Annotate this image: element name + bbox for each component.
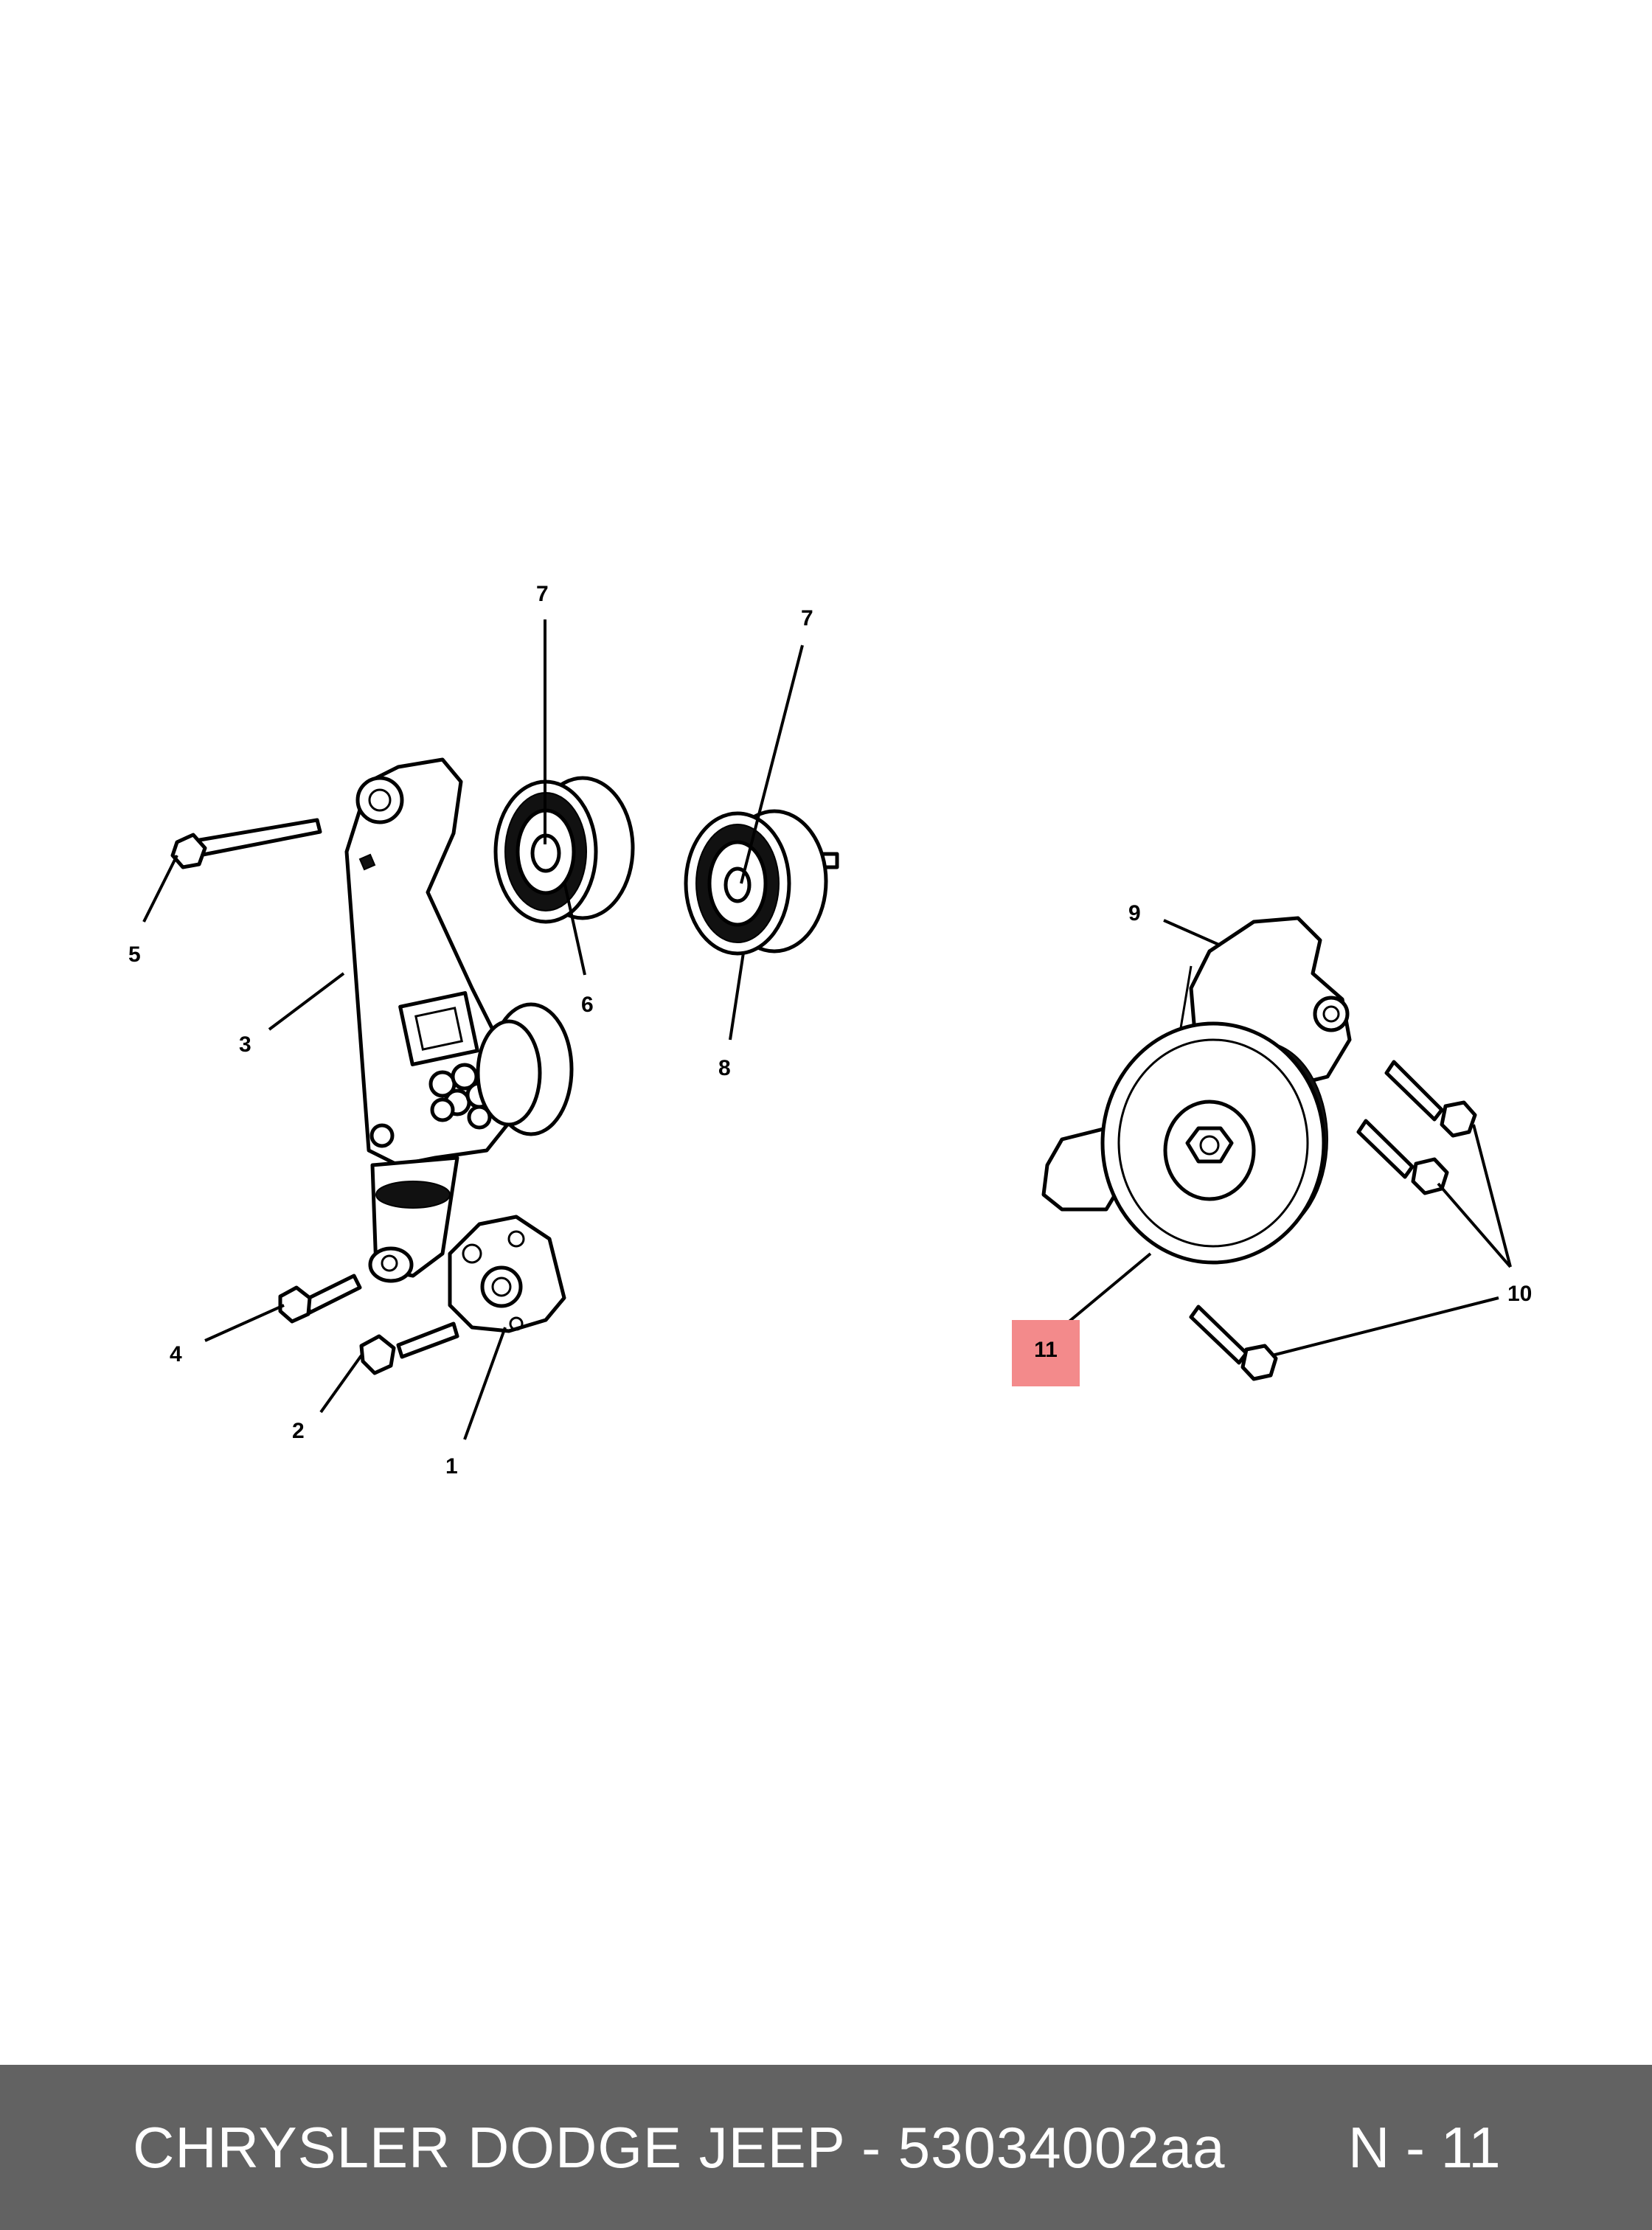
callout-11: 11	[1034, 1338, 1058, 1362]
callout-10: 10	[1507, 1282, 1532, 1306]
idler-pulley-11	[1100, 1021, 1328, 1265]
highlighted-part-callout: 11	[1012, 1320, 1080, 1386]
tensioner-bracket	[448, 1215, 566, 1333]
callout-7-right: 7	[801, 606, 813, 631]
footer-title: CHRYSLER DODGE JEEP - 53034002aa	[133, 2115, 1226, 2180]
callout-4: 4	[170, 1342, 182, 1366]
bolt-5	[170, 818, 322, 869]
callout-3: 3	[239, 1032, 251, 1057]
footer-bar: CHRYSLER DODGE JEEP - 53034002aa N - 11	[0, 2065, 1652, 2230]
idler-pulley-8	[684, 809, 839, 956]
callout-9: 9	[1128, 901, 1141, 925]
callout-8: 8	[718, 1056, 731, 1080]
callout-5: 5	[128, 942, 141, 967]
bolt-4	[278, 1274, 362, 1324]
callout-7-left: 7	[536, 582, 549, 606]
arm-pulley	[476, 1002, 574, 1136]
callout-1: 1	[445, 1454, 458, 1479]
bolt-2	[359, 1321, 459, 1375]
callout-6: 6	[581, 993, 594, 1017]
damper-cylinder	[368, 1156, 459, 1283]
parts-diagram: 7 7 5 6 3 8 4 2 1 9 10	[128, 582, 1532, 1479]
bolt-10-c	[1189, 1305, 1278, 1381]
bolt-10-a	[1384, 1060, 1477, 1138]
leader-lines	[142, 619, 1512, 1440]
idler-pulley-6	[493, 776, 635, 924]
callout-2: 2	[292, 1419, 305, 1443]
footer-page-code: N - 11	[1348, 2115, 1501, 2180]
bolt-10-b	[1356, 1119, 1449, 1195]
